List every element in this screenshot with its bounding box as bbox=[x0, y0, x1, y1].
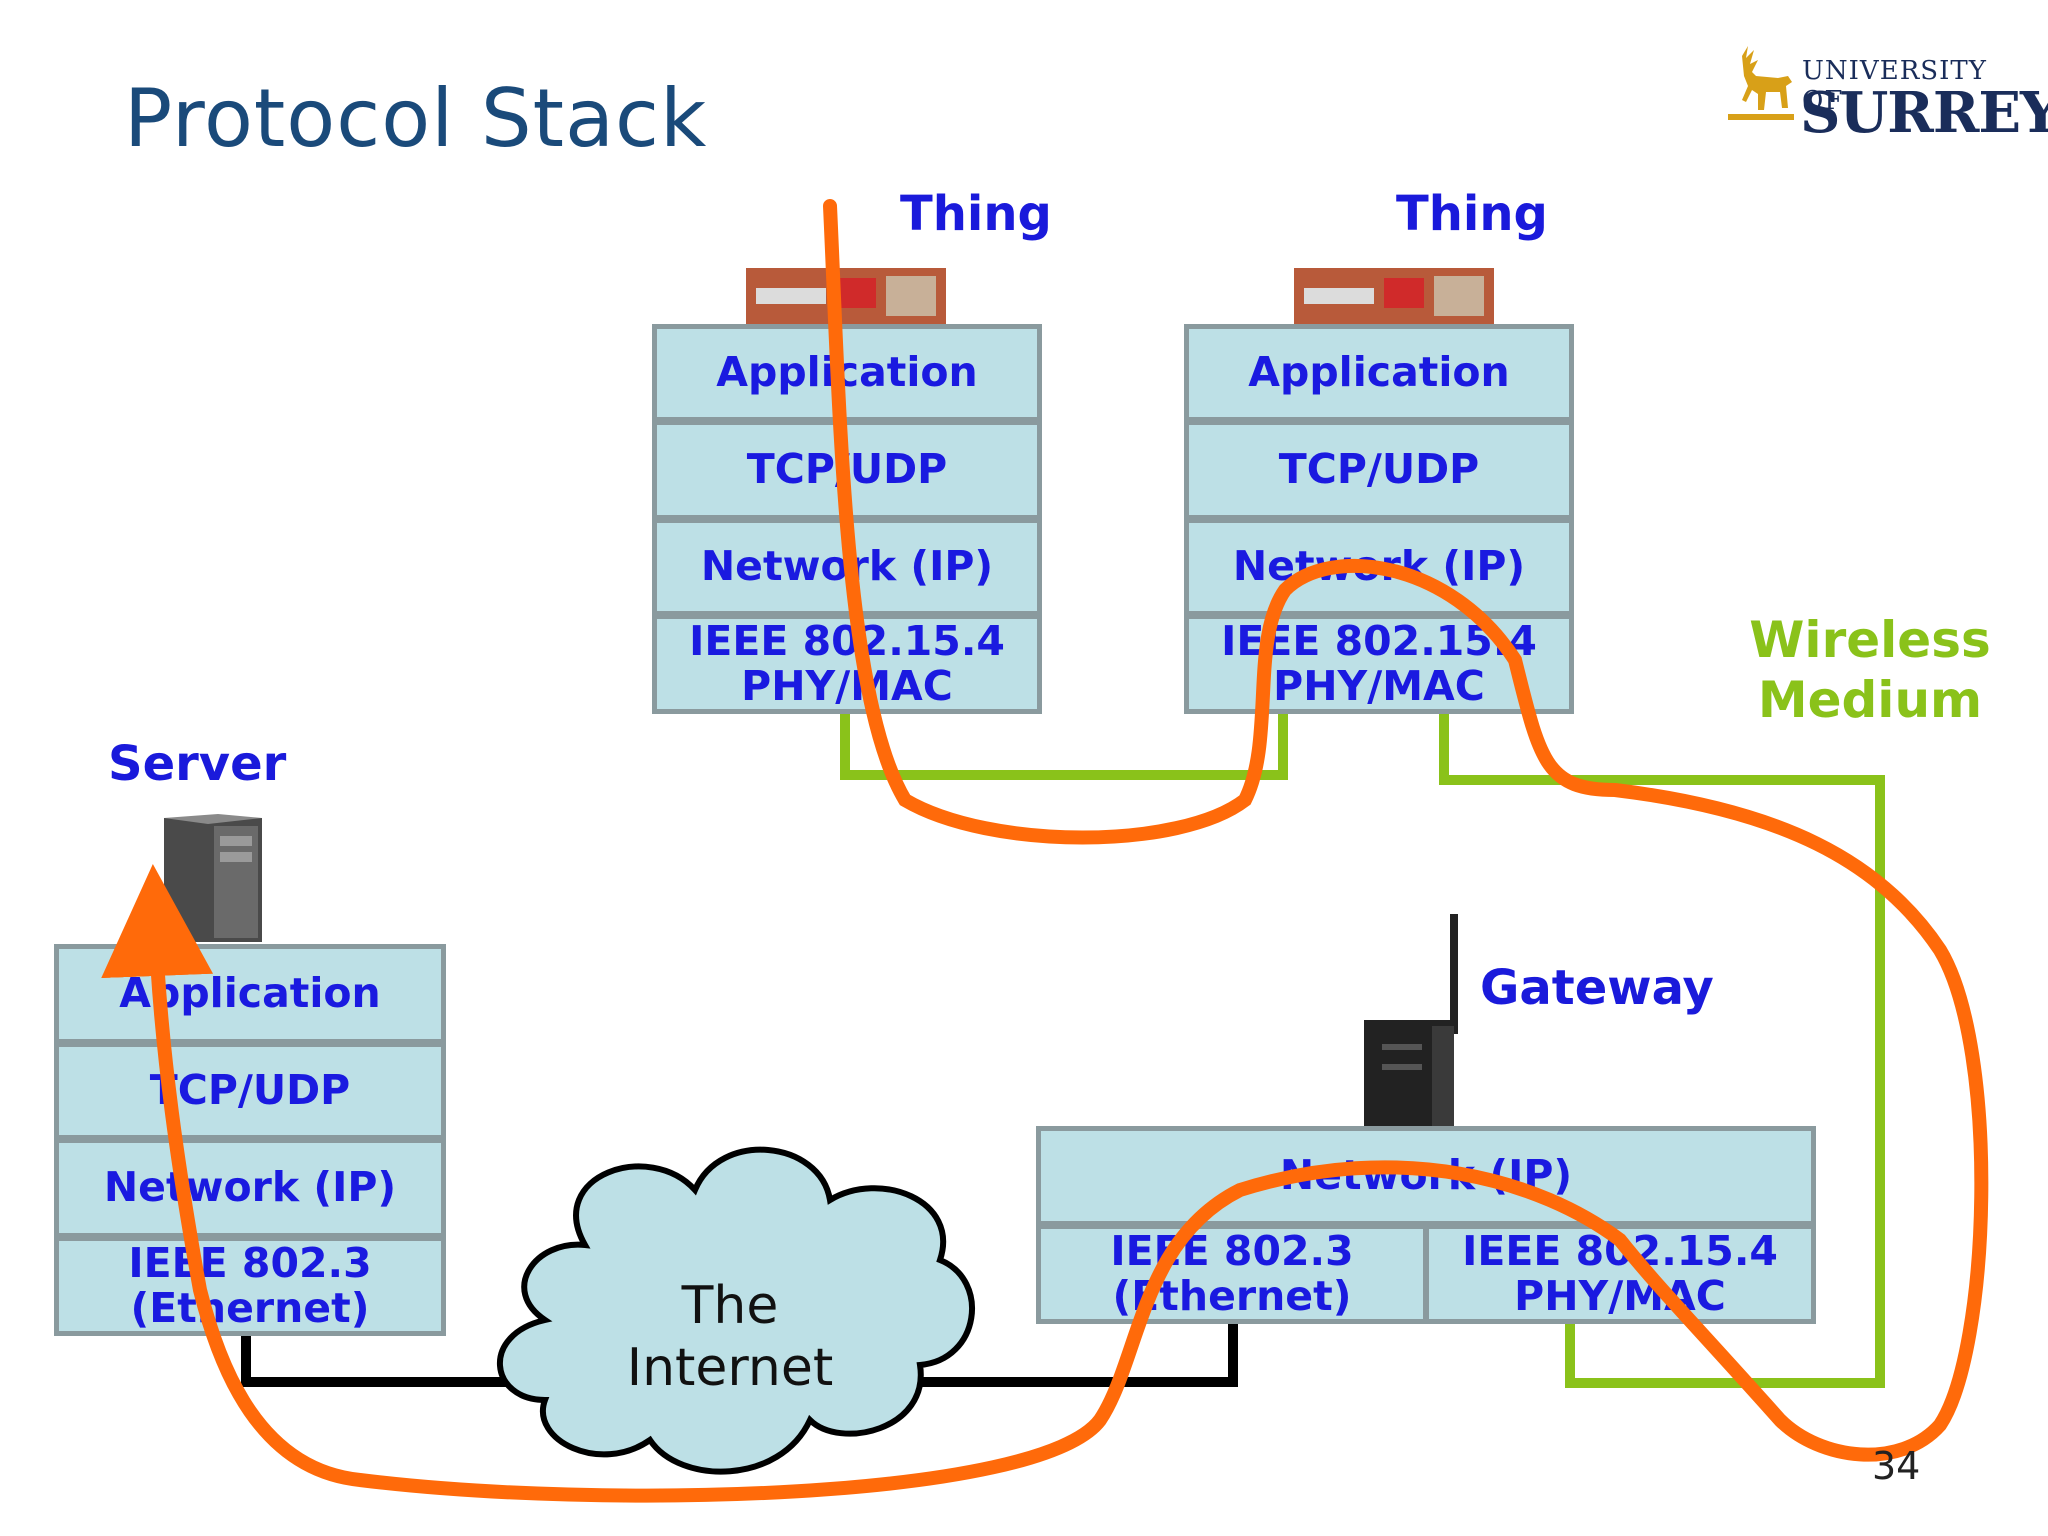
thing1-layer-application: Application bbox=[652, 324, 1042, 422]
wireless-link-thing1-thing2 bbox=[840, 712, 1288, 780]
thing2-layer-transport: TCP/UDP bbox=[1184, 420, 1574, 520]
gateway-layer-network: Network (IP) bbox=[1036, 1126, 1816, 1226]
server-layer-network: Network (IP) bbox=[54, 1138, 446, 1238]
thing1-layer-link: IEEE 802.15.4 PHY/MAC bbox=[652, 614, 1042, 714]
server-layer-transport: TCP/UDP bbox=[54, 1042, 446, 1140]
stag-icon bbox=[1728, 46, 1794, 120]
wireless-link-thing2-medium bbox=[1439, 712, 1885, 1388]
sensor-board-icon bbox=[1294, 268, 1494, 324]
gateway-router-icon bbox=[1364, 914, 1458, 1126]
page-number: 34 bbox=[1872, 1444, 1921, 1488]
server-layer-application: Application bbox=[54, 944, 446, 1044]
thing2-label: Thing bbox=[1396, 186, 1548, 242]
internet-label: The Internet bbox=[626, 1276, 834, 1399]
server-layer-link: IEEE 802.3 (Ethernet) bbox=[54, 1236, 446, 1336]
server-label: Server bbox=[108, 736, 287, 792]
thing2-layer-link: IEEE 802.15.4 PHY/MAC bbox=[1184, 614, 1574, 714]
logo-line2: SURREY bbox=[1800, 80, 2048, 146]
gateway-label: Gateway bbox=[1480, 960, 1714, 1016]
data-path-arrow bbox=[101, 199, 1989, 1503]
slide-title: Protocol Stack bbox=[124, 72, 708, 165]
thing2-layer-application: Application bbox=[1184, 324, 1574, 422]
wireless-medium-label: Wireless Medium bbox=[1749, 611, 1991, 729]
sensor-board-icon bbox=[746, 268, 946, 324]
thing1-label: Thing bbox=[900, 186, 1052, 242]
logo-line1: UNIVERSITY OF bbox=[1802, 56, 1987, 116]
cloud-icon bbox=[497, 1146, 976, 1475]
university-logo: UNIVERSITY OF SURREY bbox=[1722, 46, 2048, 146]
